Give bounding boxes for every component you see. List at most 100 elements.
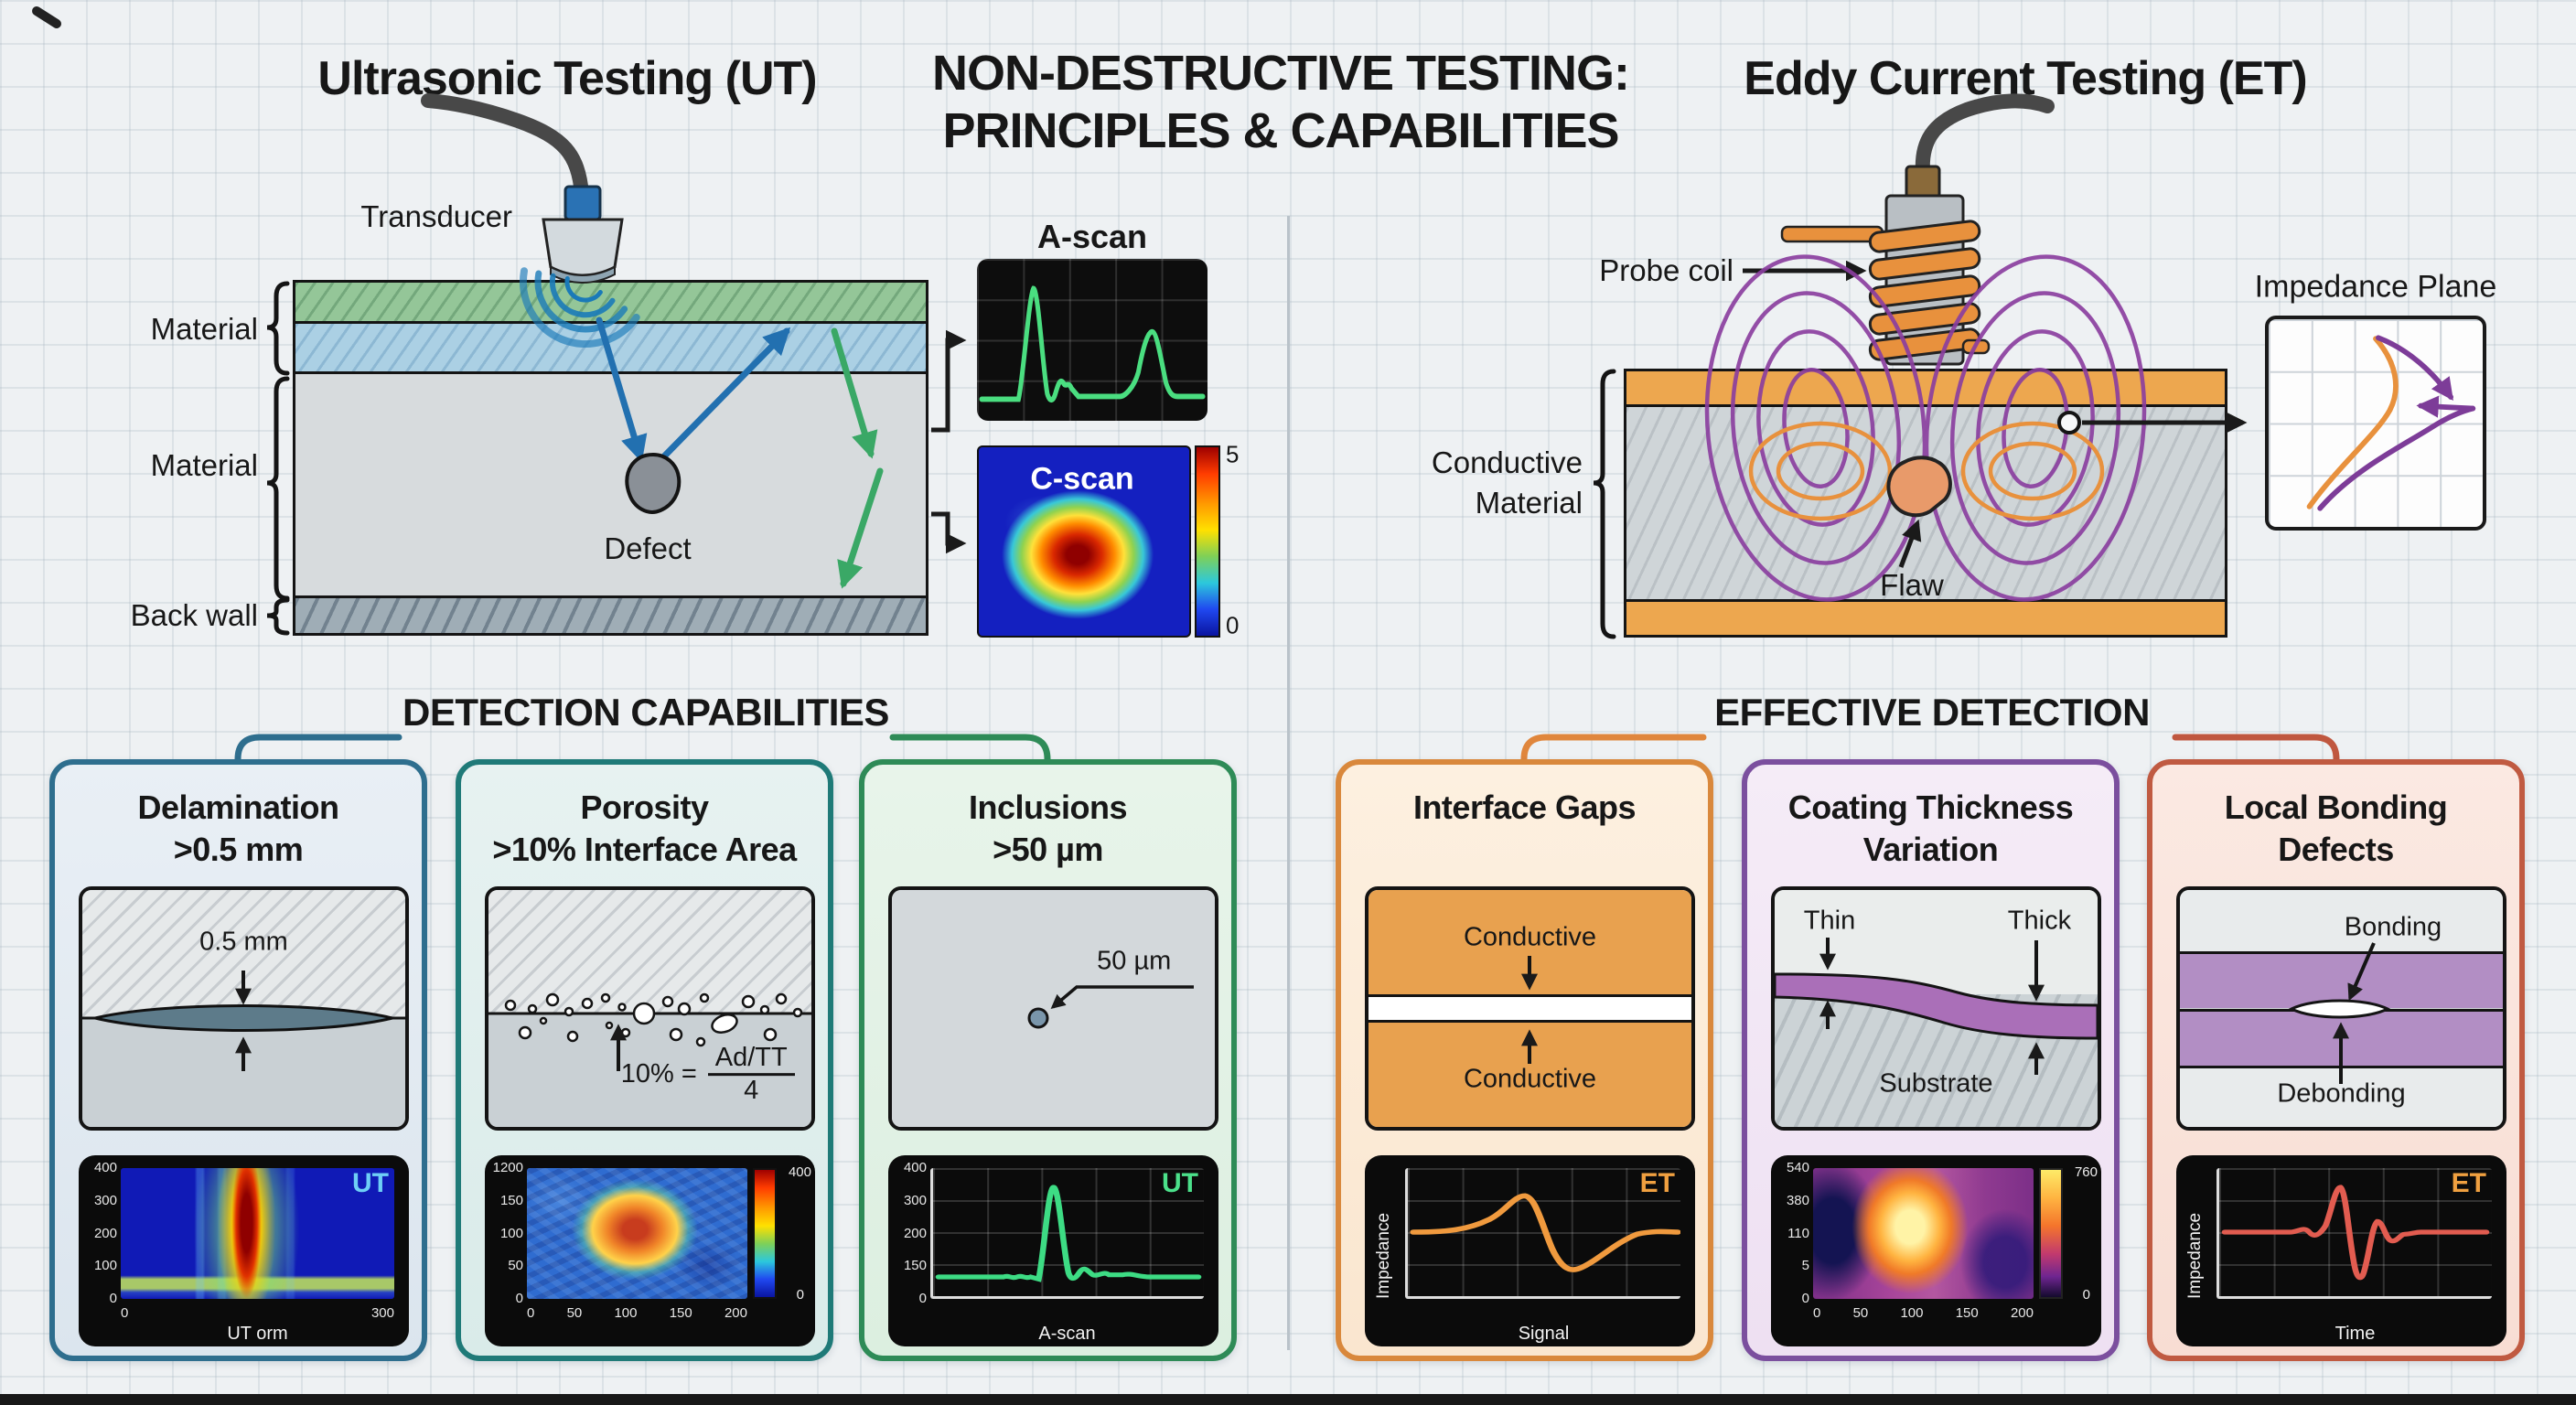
porosity-colorbar-min: 0: [796, 1287, 804, 1303]
ytick: 110: [1787, 1225, 1809, 1241]
ascan-trace: [979, 285, 1206, 402]
bonding-plot-badge: ET: [2451, 1168, 2486, 1198]
ytick: 50: [508, 1258, 523, 1274]
ytick: 380: [1786, 1192, 1809, 1208]
ytick: 5: [1801, 1258, 1809, 1274]
xtick: 150: [1955, 1305, 1979, 1321]
debond-lens: [2288, 999, 2391, 1019]
card-local-bonding-title: Local Bonding Defects: [2152, 787, 2519, 871]
bonding-top-layer: [2180, 890, 2503, 952]
card-inclusions: Inclusions >50 µm 50 µm 400 300 200 150 …: [859, 759, 1237, 1361]
cscan-colorbar-min: 0: [1226, 611, 1240, 639]
ytick: 200: [93, 1225, 117, 1241]
cscan-panel: [977, 445, 1191, 638]
ytick: 100: [499, 1225, 523, 1241]
coating-plot-yticks: 540 380 110 5 0: [1773, 1160, 1809, 1306]
porosity-top-layer: [488, 890, 811, 1014]
card-coating-thickness: Coating Thickness Variation Thin Thick S…: [1742, 759, 2120, 1361]
ut-title: Ultrasonic Testing (UT): [317, 52, 817, 105]
porosity-formula-numerator: Ad/TT: [707, 1043, 795, 1077]
et-conductive-label-line2: Material: [1475, 486, 1583, 520]
card-local-bonding: Local Bonding Defects Bonding Debonding …: [2147, 759, 2525, 1361]
et-lead-wire: [1780, 225, 1884, 243]
impedance-plane-box: [2265, 316, 2486, 531]
inclusions-illustration: 50 µm: [888, 886, 1218, 1131]
cscan-colorbar-max: 5: [1226, 440, 1240, 468]
xtick: 100: [1900, 1305, 1924, 1321]
delamination-plot-xlabel: UT orm: [227, 1324, 288, 1344]
corner-mark: [32, 6, 61, 28]
card-porosity: Porosity >10% Interface Area: [456, 759, 833, 1361]
main-title-line1: NON-DESTRUCTIVE TESTING:: [931, 46, 1630, 101]
et-layer-bottom-conductor: [1624, 599, 2227, 638]
inclusions-ascan-plot: 400 300 200 150 0 A-scan UT: [888, 1155, 1218, 1346]
porosity-colorbar: [753, 1168, 777, 1299]
ytick: 300: [93, 1192, 117, 1208]
delamination-lens: [94, 1004, 393, 1032]
inclusion-leader-arrow: [1050, 985, 1194, 1010]
xtick: 0: [121, 1305, 129, 1321]
inclusions-plot-area: [930, 1168, 1204, 1299]
substrate-label: Substrate: [1879, 1068, 1993, 1099]
porosity-bubbles: [504, 992, 803, 1047]
card-interface-gaps: Interface Gaps Conductive Conductive Imp…: [1336, 759, 1713, 1361]
card-delamination-title-line2: >0.5 mm: [173, 831, 304, 868]
center-divider: [1287, 216, 1290, 1350]
coating-colorbar: [2039, 1168, 2063, 1299]
porosity-heatmap: [527, 1168, 747, 1299]
ytick: 540: [1786, 1160, 1809, 1175]
bonding-plot-area: [2216, 1168, 2492, 1299]
ut-layer-backwall: [293, 595, 928, 636]
ut-layer-top-green: [293, 280, 928, 324]
xtick: 0: [1813, 1305, 1821, 1321]
ytick: 400: [903, 1160, 927, 1175]
debonding-label: Debonding: [2277, 1078, 2406, 1109]
card-coating-thickness-title-line1: Coating Thickness: [1787, 788, 2074, 826]
porosity-plot-xticks: 0 50 100 150 200: [527, 1305, 747, 1321]
porosity-colorbar-max: 400: [788, 1164, 811, 1180]
ytick: 0: [918, 1291, 927, 1306]
bonding-label: Bonding: [2344, 912, 2442, 942]
interface-gaps-plot: Impedance Signal ET: [1365, 1155, 1695, 1346]
ascan-panel: [977, 259, 1208, 421]
cscan-colorbar: [1195, 445, 1220, 638]
ut-material-main-label: Material: [150, 448, 258, 482]
coating-illustration: Thin Thick Substrate: [1771, 886, 2101, 1131]
bonding-trace: [2221, 1185, 2490, 1281]
porosity-bottom-layer: [488, 1013, 811, 1127]
et-conductive-label-line1: Conductive: [1431, 445, 1583, 479]
xtick: 150: [669, 1305, 692, 1321]
inclusions-trace: [935, 1185, 1202, 1282]
xtick: 200: [2010, 1305, 2034, 1321]
et-probe: [1780, 93, 2055, 366]
porosity-formula-lhs: 10% =: [620, 1059, 697, 1089]
interface-gaps-plot-area: [1405, 1168, 1680, 1299]
inclusions-annotation: 50 µm: [1097, 946, 1172, 976]
ut-transducer: [421, 93, 624, 284]
delamination-annotation: 0.5 mm: [199, 927, 288, 957]
ytick: 0: [109, 1291, 117, 1306]
et-connector: [1905, 165, 1941, 199]
gap-top-label: Conductive: [1463, 922, 1597, 952]
ut-backwall-label: Back wall: [130, 598, 258, 632]
impedance-curves: [2306, 335, 2476, 511]
bonding-arrow: [2347, 942, 2376, 1002]
et-flaw-label: Flaw: [1880, 568, 1944, 602]
et-probe-coil-label: Probe coil: [1599, 253, 1733, 287]
gap-bottom-label: Conductive: [1463, 1064, 1597, 1094]
ytick: 150: [499, 1192, 523, 1208]
interface-gaps-illustration: Conductive Conductive: [1365, 886, 1695, 1131]
inclusions-plot-xlabel: A-scan: [1038, 1324, 1096, 1344]
card-interface-gaps-title-line1: Interface Gaps: [1412, 788, 1637, 826]
porosity-plot-yticks: 1200 150 100 50 0: [487, 1160, 523, 1306]
card-coating-thickness-title-line2: Variation: [1862, 831, 1999, 868]
ut-material-top-label: Material: [150, 312, 258, 346]
et-probe-body: [1884, 194, 1965, 366]
ytick: 300: [903, 1192, 927, 1208]
card-porosity-title-line1: Porosity: [580, 788, 709, 826]
interface-gaps-plot-ylabel: Impedance: [1374, 1212, 1393, 1299]
card-coating-thickness-title: Coating Thickness Variation: [1747, 787, 2114, 871]
cscan-connector-arrow: [931, 511, 967, 554]
et-title: Eddy Current Testing (ET): [1744, 52, 2307, 105]
